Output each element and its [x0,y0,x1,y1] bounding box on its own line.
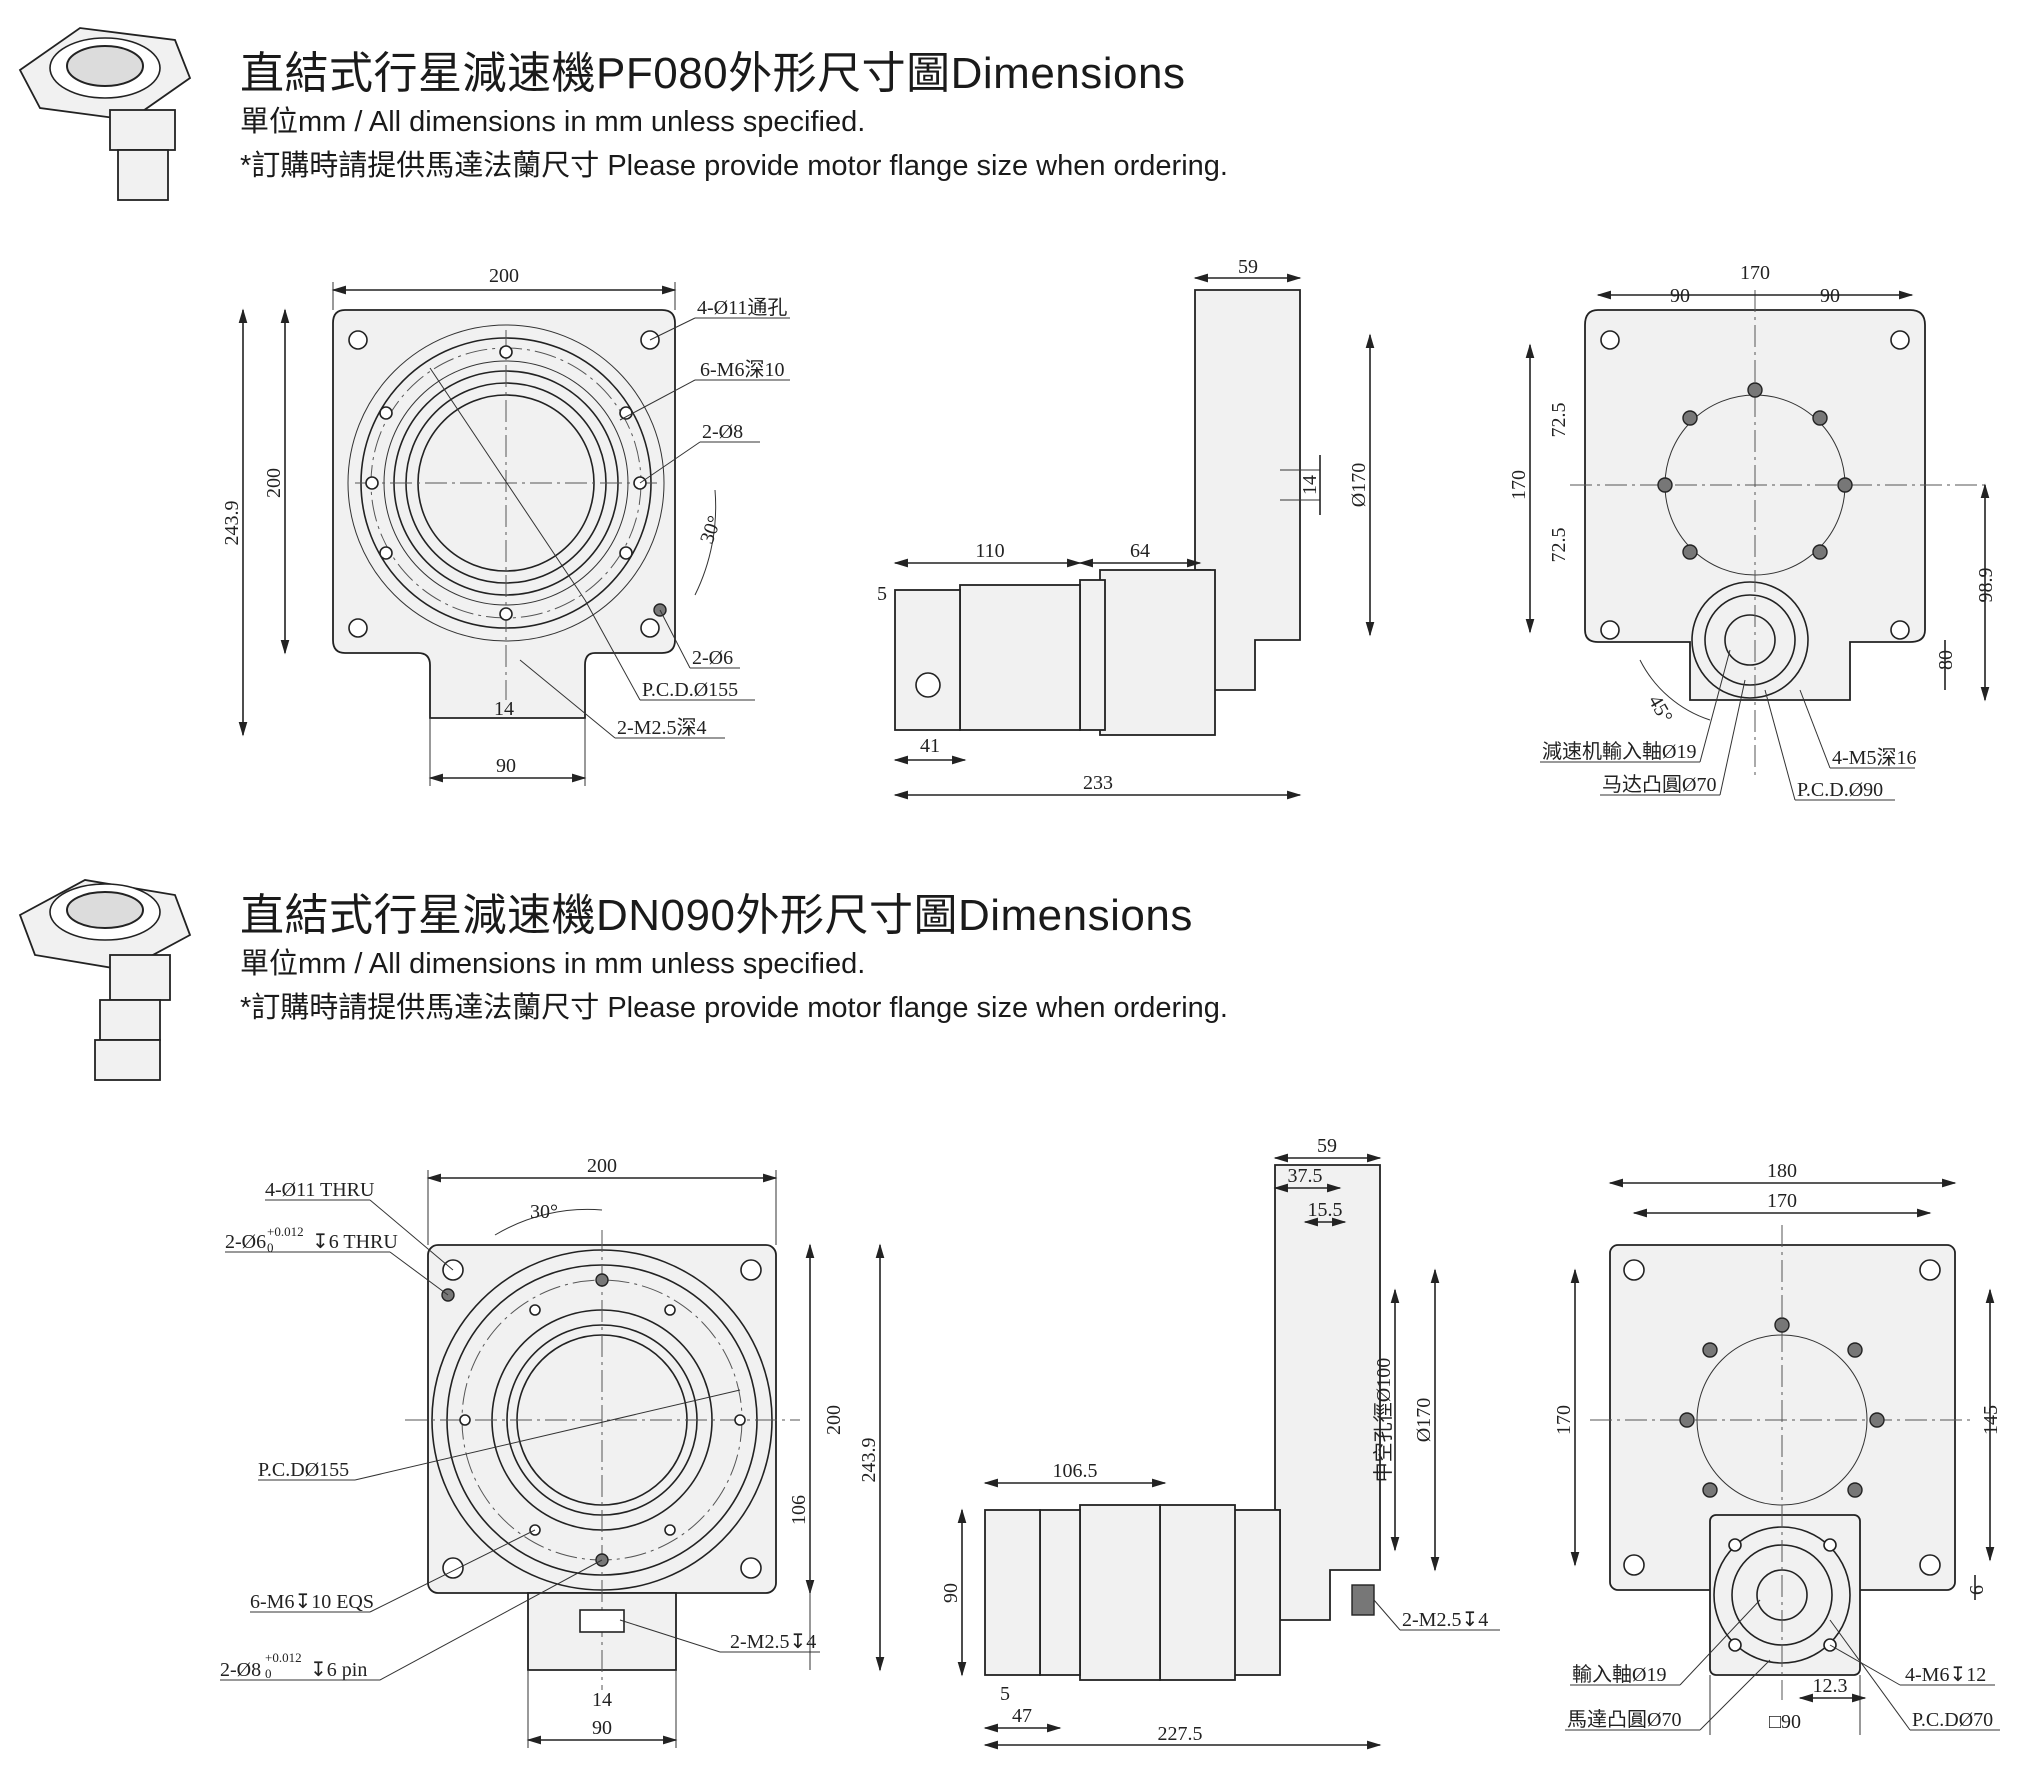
pf080-rear-callout-shaft: 減速机輸入軸Ø19 [1542,740,1696,763]
dn090-side-view: 59 37.5 15.5 中空孔徑Ø100 Ø170 106.5 90 5 47… [940,1135,1500,1750]
dn090-side-callout-m25: 2-M2.5↧4 [1402,1609,1488,1631]
pf080-side-dim-233: 233 [1083,772,1113,794]
dn090-rear-dim-123: 12.3 [1813,1675,1848,1697]
pf080-side-view: 59 14 Ø170 110 64 5 41 233 [877,256,1375,800]
pf080-header: 直結式行星減速機PF080外形尺寸圖Dimensions 單位mm / All … [240,48,1228,188]
dn090-order-note: *訂購時請提供馬達法蘭尺寸 Please provide motor flang… [240,992,1228,1024]
pf080-rear-dim-90a: 90 [1670,285,1690,307]
pf080-product-thumbnail [18,27,192,201]
dn090-side-dim-155: 15.5 [1308,1199,1343,1221]
dn090-pin6-tol: +0.012 [267,1224,304,1239]
pf080-front-view: 200 200 243.9 90 14 4-Ø11通孔 6-M6深10 2-Ø8… [221,265,790,786]
pf080-callout-m25: 2-M2.5深4 [617,716,706,739]
dn090-pin8-tol-low: 0 [265,1666,272,1681]
pf080-side-dim-59: 59 [1238,256,1258,278]
pf080-callout-pin8: 2-Ø8 [702,421,743,443]
dn090-dim-width-200: 200 [587,1155,617,1177]
dn090-callout-pcd: P.C.DØ155 [258,1459,349,1481]
pf080-rear-dim-725b: 72.5 [1548,528,1570,563]
pf080-rear-dim-989: 98.9 [1975,568,1997,603]
dn090-dim-90: 90 [592,1717,612,1739]
dn090-pin8-depth: ↧6 pin [310,1659,367,1681]
pf080-rear-callout-boss: 马达凸圓Ø70 [1602,773,1716,796]
pf080-units-note: 單位mm / All dimensions in mm unless speci… [240,106,866,138]
pf080-rear-dim-80: 80 [1935,650,1957,670]
dn090-side-dim-170: Ø170 [1413,1398,1435,1442]
dn090-dim-106: 106 [788,1495,810,1525]
dn090-callout-m25: 2-M2.5↧4 [730,1631,816,1653]
pf080-side-dim-14: 14 [1299,475,1321,495]
pf080-rear-dim-725a: 72.5 [1548,403,1570,438]
dn090-front-view: 200 30° 4-Ø11 THRU 2-Ø6 +0.012 0 ↧6 THRU… [220,1155,885,1748]
dn090-side-dim-375: 37.5 [1288,1165,1323,1187]
dn090-rear-callout-shaft: 輸入軸Ø19 [1572,1663,1666,1686]
pf080-dim-height-200: 200 [263,468,285,498]
pf080-rear-angle-45: 45° [1644,692,1677,727]
pf080-rear-callout-pcd: P.C.D.Ø90 [1797,779,1883,801]
dn090-rear-dim-170h: 170 [1553,1405,1575,1435]
dn090-pin8-tol: +0.012 [265,1650,302,1665]
dn090-side-dim-90: 90 [940,1583,962,1603]
dn090-side-dim-1065: 106.5 [1053,1460,1098,1482]
pf080-dim-width-200: 200 [489,265,519,287]
dn090-rear-dim-170w: 170 [1767,1190,1797,1212]
pf080-callout-pin6: 2-Ø6 [692,647,733,669]
dn090-dim-14: 14 [592,1689,612,1711]
pf080-order-note: *訂購時請提供馬達法蘭尺寸 Please provide motor flang… [240,150,1228,182]
dn090-side-dim-2275: 227.5 [1158,1723,1203,1745]
dn090-rear-dim-180: 180 [1767,1160,1797,1182]
dn090-callout-holes: 4-Ø11 THRU [265,1179,375,1201]
pf080-callout-m6: 6-M6深10 [700,358,784,381]
dn090-dim-height-200: 200 [823,1405,845,1435]
pf080-rear-callout-m5: 4-M5深16 [1832,746,1916,769]
dn090-units-note: 單位mm / All dimensions in mm unless speci… [240,948,866,980]
dn090-side-dim-5: 5 [1000,1683,1010,1705]
pf080-rear-dim-170h: 170 [1508,470,1530,500]
pf080-side-dim-5: 5 [877,583,887,605]
dn090-rear-dim-6: 6 [1966,1585,1988,1595]
dn090-rear-view: 180 170 170 145 6 輸入軸Ø19 馬達凸圓Ø70 □90 12.… [1553,1160,2002,1735]
pf080-side-dim-64: 64 [1130,540,1150,562]
pf080-dim-90: 90 [496,755,516,777]
pf080-title: 直結式行星減速機PF080外形尺寸圖Dimensions [240,49,1186,98]
dn090-pin6-tol-low: 0 [267,1240,274,1255]
pf080-rear-dim-90b: 90 [1820,285,1840,307]
dn090-product-thumbnail [18,879,192,1081]
dn090-rear-callout-m6: 4-M6↧12 [1905,1664,1986,1686]
dn090-title: 直結式行星減速機DN090外形尺寸圖Dimensions [240,891,1193,940]
pf080-side-dim-110: 110 [975,540,1004,562]
pf080-dim-height-243: 243.9 [221,501,243,546]
dn090-side-dim-47: 47 [1012,1705,1032,1727]
pf080-rear-dim-170: 170 [1740,262,1770,284]
dn090-rear-dim-145: 145 [1980,1405,2002,1435]
dn090-rear-dim-sq90: □90 [1769,1711,1801,1733]
pf080-callout-holes: 4-Ø11通孔 [697,296,787,319]
dn090-side-dim-59: 59 [1317,1135,1337,1157]
dn090-pin6-depth: ↧6 THRU [312,1231,398,1253]
dn090-header: 直結式行星減速機DN090外形尺寸圖Dimensions 單位mm / All … [240,890,1228,1030]
dn090-rear-callout-boss: 馬達凸圓Ø70 [1567,1708,1681,1731]
pf080-rear-view: 170 90 90 170 72.5 72.5 98.9 80 45° 減速机輸… [1508,262,1997,801]
dn090-callout-m6: 6-M6↧10 EQS [250,1591,374,1613]
dn090-callout-pin6: 2-Ø6 [225,1231,266,1253]
dn090-dim-height-243: 243.9 [858,1438,880,1483]
dn090-angle-30: 30° [530,1201,558,1223]
dn090-callout-pin8: 2-Ø8 [220,1659,261,1681]
pf080-callout-pcd: P.C.D.Ø155 [642,679,738,701]
dn090-side-dim-100: 中空孔徑Ø100 [1372,1358,1395,1482]
pf080-side-dim-41: 41 [920,735,940,757]
pf080-side-dim-170: Ø170 [1348,463,1370,507]
pf080-angle-30: 30° [696,513,726,547]
dn090-rear-callout-pcd: P.C.DØ70 [1912,1709,1993,1731]
pf080-dim-14: 14 [494,698,514,720]
